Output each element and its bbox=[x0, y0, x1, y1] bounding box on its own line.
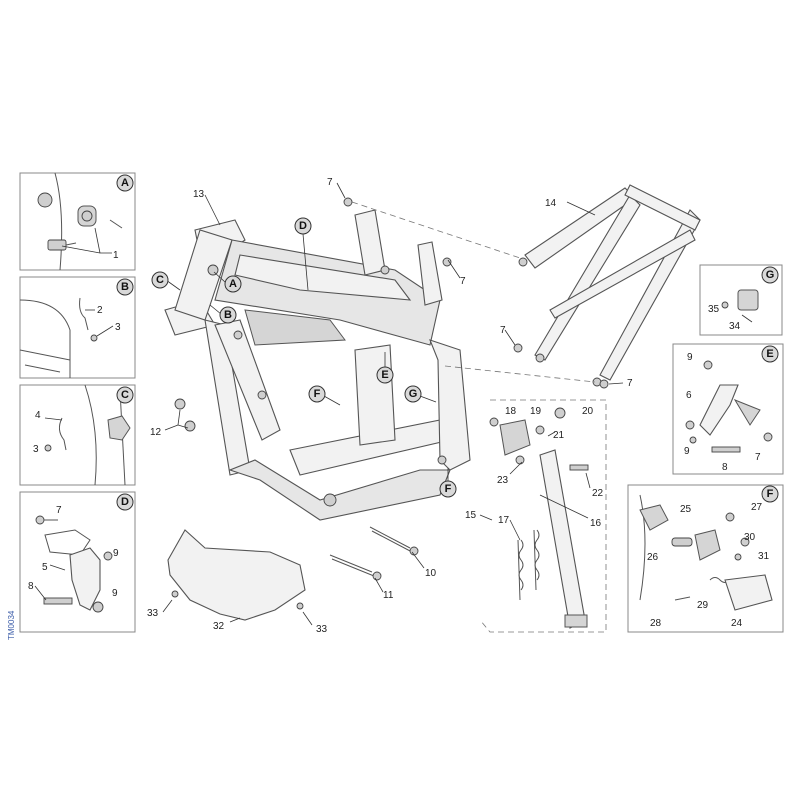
part-number-9: 9 bbox=[684, 446, 690, 457]
callout-f-frame: F bbox=[308, 385, 341, 406]
callout-letter: B bbox=[121, 281, 129, 293]
callout-e-panel: E bbox=[761, 345, 779, 363]
part-number-2: 2 bbox=[97, 305, 103, 316]
callout-letter: C bbox=[156, 274, 164, 286]
detail-panel-b bbox=[19, 276, 136, 379]
part-number-15: 15 bbox=[465, 510, 477, 521]
callout-b-frame: B bbox=[209, 304, 237, 324]
callout-letter: G bbox=[409, 388, 418, 400]
part-number-27: 27 bbox=[751, 502, 763, 513]
part-number-29: 29 bbox=[697, 600, 709, 611]
part-number-21: 21 bbox=[553, 430, 565, 441]
part-number-5: 5 bbox=[42, 562, 48, 573]
part-number-19: 19 bbox=[530, 406, 542, 417]
part-number-35: 35 bbox=[708, 304, 720, 315]
callout-letter: F bbox=[445, 483, 452, 495]
bolt-12-bottom bbox=[184, 420, 196, 432]
callout-letter: G bbox=[766, 269, 775, 281]
callout-letter: E bbox=[381, 369, 388, 381]
part-number-26: 26 bbox=[647, 552, 659, 563]
detail-panel-e bbox=[672, 343, 784, 475]
part-number-33: 33 bbox=[316, 624, 328, 635]
bolt-12-top bbox=[174, 398, 186, 410]
part-number-7: 7 bbox=[460, 276, 466, 287]
callout-letter: A bbox=[121, 177, 129, 189]
part-number-12: 12 bbox=[150, 427, 162, 438]
part-number-6: 6 bbox=[686, 390, 692, 401]
callout-letter: E bbox=[766, 348, 773, 360]
callout-letter: A bbox=[229, 278, 237, 290]
callout-c-frame: C bbox=[151, 271, 181, 291]
part-number-9: 9 bbox=[112, 588, 118, 599]
part-number-9: 9 bbox=[687, 352, 693, 363]
part-number-1: 1 bbox=[113, 250, 119, 261]
detail-panel-d bbox=[19, 491, 136, 633]
part-number-13: 13 bbox=[193, 189, 205, 200]
callout-a-frame: A bbox=[213, 271, 242, 293]
callout-letter: B bbox=[224, 309, 232, 321]
part-number-17: 17 bbox=[498, 515, 510, 526]
part-number-8: 8 bbox=[28, 581, 34, 592]
part-number-25: 25 bbox=[680, 504, 692, 515]
callout-c-panel: C bbox=[116, 386, 134, 404]
skid-plate bbox=[167, 529, 306, 621]
detail-panel-c bbox=[19, 384, 136, 486]
part-number-10: 10 bbox=[425, 568, 437, 579]
callout-g-panel: G bbox=[761, 266, 779, 284]
detail-panel-a bbox=[19, 172, 136, 271]
callout-f-panel: F bbox=[761, 485, 779, 503]
part-number-18: 18 bbox=[505, 406, 517, 417]
callout-d-frame: D bbox=[294, 217, 312, 291]
callout-f-frame-rear: F bbox=[439, 468, 457, 498]
drawing-code: TM0034 bbox=[7, 610, 16, 640]
part-number-3: 3 bbox=[115, 322, 121, 333]
detail-panel-f bbox=[627, 484, 784, 633]
leader-lines bbox=[162, 182, 624, 626]
part-number-7: 7 bbox=[500, 325, 506, 336]
part-number-33: 33 bbox=[147, 608, 159, 619]
part-number-7: 7 bbox=[755, 452, 761, 463]
callout-g-frame: G bbox=[404, 385, 437, 403]
part-number-20: 20 bbox=[582, 406, 594, 417]
part-number-8: 8 bbox=[722, 462, 728, 473]
part-number-31: 31 bbox=[758, 551, 770, 562]
detail-panel-g bbox=[699, 264, 783, 336]
subframe bbox=[518, 184, 701, 387]
part-number-7: 7 bbox=[627, 378, 633, 389]
part-number-32: 32 bbox=[213, 621, 225, 632]
part-number-7: 7 bbox=[327, 177, 333, 188]
part-number-30: 30 bbox=[744, 532, 756, 543]
callout-letter: D bbox=[299, 220, 307, 232]
part-number-24: 24 bbox=[731, 618, 743, 629]
long-bolts bbox=[329, 526, 419, 581]
part-number-14: 14 bbox=[545, 198, 557, 209]
callout-a-panel: A bbox=[116, 174, 134, 192]
callout-letter: F bbox=[314, 388, 321, 400]
callout-e-frame: E bbox=[376, 352, 394, 384]
callout-letter: D bbox=[121, 496, 129, 508]
part-number-23: 23 bbox=[497, 475, 509, 486]
part-number-34: 34 bbox=[729, 321, 741, 332]
callout-letter: F bbox=[767, 488, 774, 500]
part-numbers: 1 2 3 4 3 7 5 8 9 9 13 7 7 14 7 7 12 10 … bbox=[28, 177, 770, 635]
side-stand-parts bbox=[489, 407, 589, 629]
main-frame bbox=[164, 209, 471, 521]
part-number-4: 4 bbox=[35, 410, 41, 421]
part-number-9: 9 bbox=[113, 548, 119, 559]
callout-d-panel: D bbox=[116, 493, 134, 511]
callout-letter: C bbox=[121, 389, 129, 401]
part-number-28: 28 bbox=[650, 618, 662, 629]
part-number-16: 16 bbox=[590, 518, 602, 529]
part-number-11: 11 bbox=[383, 590, 394, 601]
part-number-22: 22 bbox=[592, 488, 604, 499]
part-number-7: 7 bbox=[56, 505, 62, 516]
part-number-3: 3 bbox=[33, 444, 39, 455]
callout-b-panel: B bbox=[116, 278, 134, 296]
